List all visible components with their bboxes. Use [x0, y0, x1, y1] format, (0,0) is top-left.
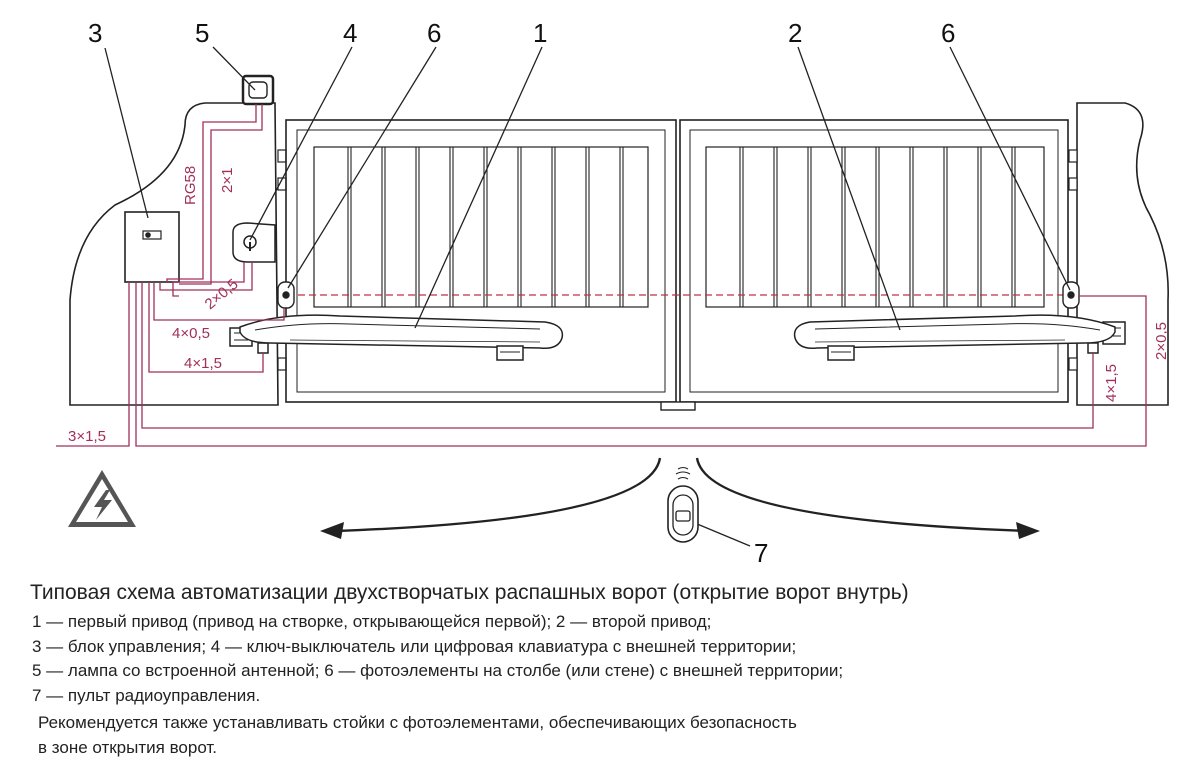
remote-control-icon: [667, 466, 699, 543]
high-voltage-icon: [68, 470, 136, 527]
photocell-left: [277, 281, 295, 309]
opening-arrows: [334, 457, 1031, 533]
right-gate-leaf: [679, 119, 1069, 403]
gate-automation-diagram: RG58 2×1 2×0,5 4×0,5 4×1,5 3×1,5 4×1,5 2…: [56, 18, 1170, 568]
actuator-1: [229, 314, 564, 361]
warning-lamp: [241, 74, 275, 106]
legend-line: 1 — первый привод (привод на створке, от…: [32, 612, 712, 631]
caption: Типовая схема автоматизации двухстворчат…: [30, 578, 1190, 760]
arrow-head-left: [320, 522, 344, 539]
note-line: в зоне открытия ворот.: [38, 737, 218, 757]
wire-label-rg58: RG58: [182, 166, 199, 205]
gate-stopper: [660, 401, 696, 411]
callout-5: 5: [195, 18, 209, 48]
photocell-right: [1062, 281, 1080, 309]
wire-label-mains: 3×1,5: [68, 428, 106, 445]
wire-label-motor-right: 4×1,5: [1103, 364, 1120, 402]
callout-6-left: 6: [427, 18, 441, 48]
wiring: [56, 104, 1147, 447]
callout-7: 7: [754, 538, 768, 568]
control-box: [124, 211, 180, 283]
callout-3: 3: [88, 18, 102, 48]
wire-label-photo-left: 4×0,5: [172, 325, 210, 342]
callout-4: 4: [343, 18, 357, 48]
wire-label-motor-left: 4×1,5: [184, 355, 222, 372]
callout-6-right: 6: [941, 18, 955, 48]
callout-2: 2: [788, 18, 802, 48]
hinges: [277, 149, 1078, 371]
actuator-2: [793, 314, 1126, 361]
key-switch: [232, 222, 276, 263]
arrow-head-right: [1016, 522, 1040, 539]
caption-title: Типовая схема автоматизации двухстворчат…: [30, 581, 909, 604]
wire-label-lamp: 2×1: [219, 168, 236, 193]
legend-line: 5 — лампа со встроенной антенной; 6 — фо…: [32, 661, 844, 680]
wire-label-photo-right: 2×0,5: [1153, 322, 1170, 360]
legend-line: 7 — пульт радиоуправления.: [32, 685, 261, 705]
callout-leaders: [104, 46, 1071, 547]
left-gate-leaf: [285, 119, 677, 403]
legend-line: 3 — блок управления; 4 — ключ-выключател…: [32, 636, 797, 656]
callout-1: 1: [533, 18, 547, 48]
note-line: Рекомендуется также устанавливать стойки…: [38, 713, 797, 732]
